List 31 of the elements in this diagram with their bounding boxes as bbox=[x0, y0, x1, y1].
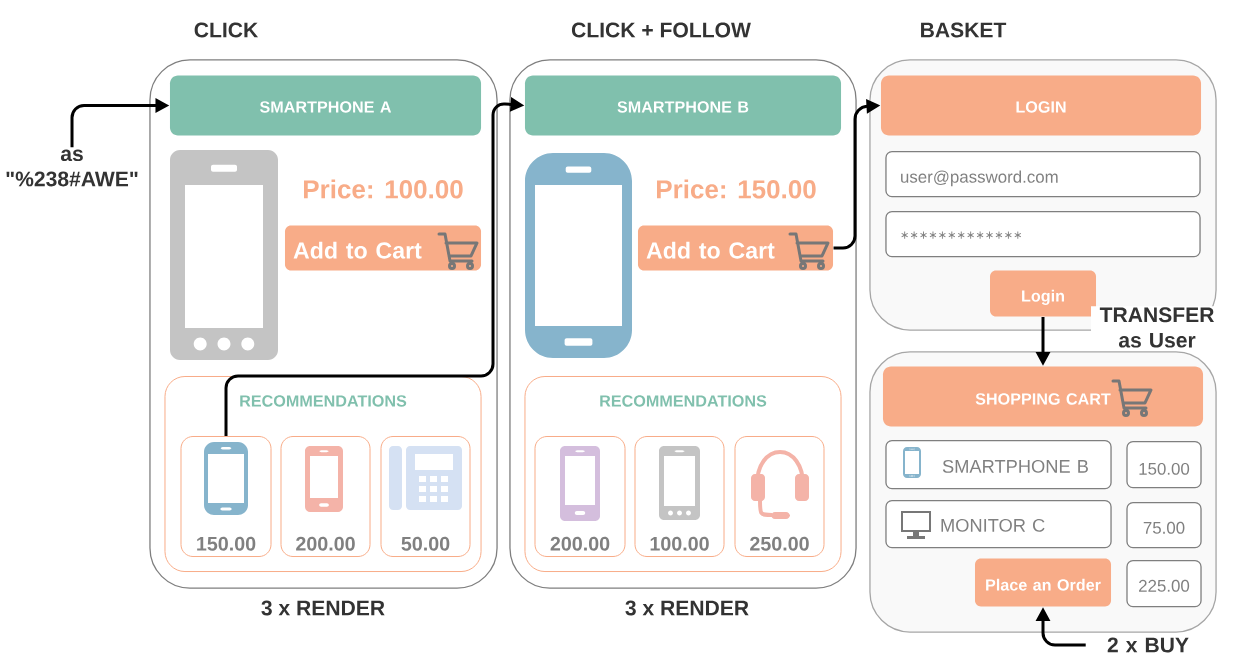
header-bar: SMARTPHONE B bbox=[524, 75, 842, 136]
product-card: 100.00 bbox=[634, 436, 725, 557]
product-card: 200.00 bbox=[534, 436, 626, 557]
input-field: user@password.com bbox=[885, 151, 1201, 198]
price-field: 225.00 bbox=[1126, 560, 1202, 608]
price-text: Price: 150.00 bbox=[657, 179, 816, 199]
cart-item: SMARTPHONE B bbox=[885, 440, 1112, 490]
header-bar: SMARTPHONE A bbox=[169, 75, 482, 136]
annotation-text: as "%238#AWE" bbox=[6, 149, 138, 187]
password-field: ∗∗∗∗∗∗∗∗∗∗∗∗∗ bbox=[885, 211, 1201, 258]
product-card: 250.00 bbox=[734, 436, 825, 557]
price-field: 150.00 bbox=[1126, 441, 1202, 489]
edge-label: TRANSFER as User bbox=[1091, 306, 1224, 349]
order-button: Place an Order bbox=[975, 558, 1111, 607]
price-field: 75.00 bbox=[1126, 502, 1202, 549]
add-to-cart-button: Add to Cart bbox=[638, 225, 834, 271]
header-bar: SHOPPING CART bbox=[882, 366, 1204, 427]
cart-item: MONITOR C bbox=[885, 500, 1112, 549]
header-bar: LOGIN bbox=[880, 75, 1202, 136]
section-heading: CLICK bbox=[194, 22, 259, 38]
caption-text: 3 x RENDER bbox=[625, 600, 749, 616]
product-card: 200.00 bbox=[280, 436, 371, 557]
caption-text: 3 x RENDER bbox=[261, 600, 385, 616]
login-button: Login bbox=[990, 270, 1096, 317]
section-heading: BASKET bbox=[921, 22, 1007, 38]
price-text: Price: 100.00 bbox=[304, 179, 463, 199]
annotation-text: 2 x BUY bbox=[1107, 637, 1189, 653]
section-heading: CLICK + FOLLOW bbox=[571, 22, 751, 38]
product-card: 50.00 bbox=[380, 436, 471, 557]
product-card: 150.00 bbox=[180, 436, 272, 557]
add-to-cart-button: Add to Cart bbox=[285, 225, 482, 271]
